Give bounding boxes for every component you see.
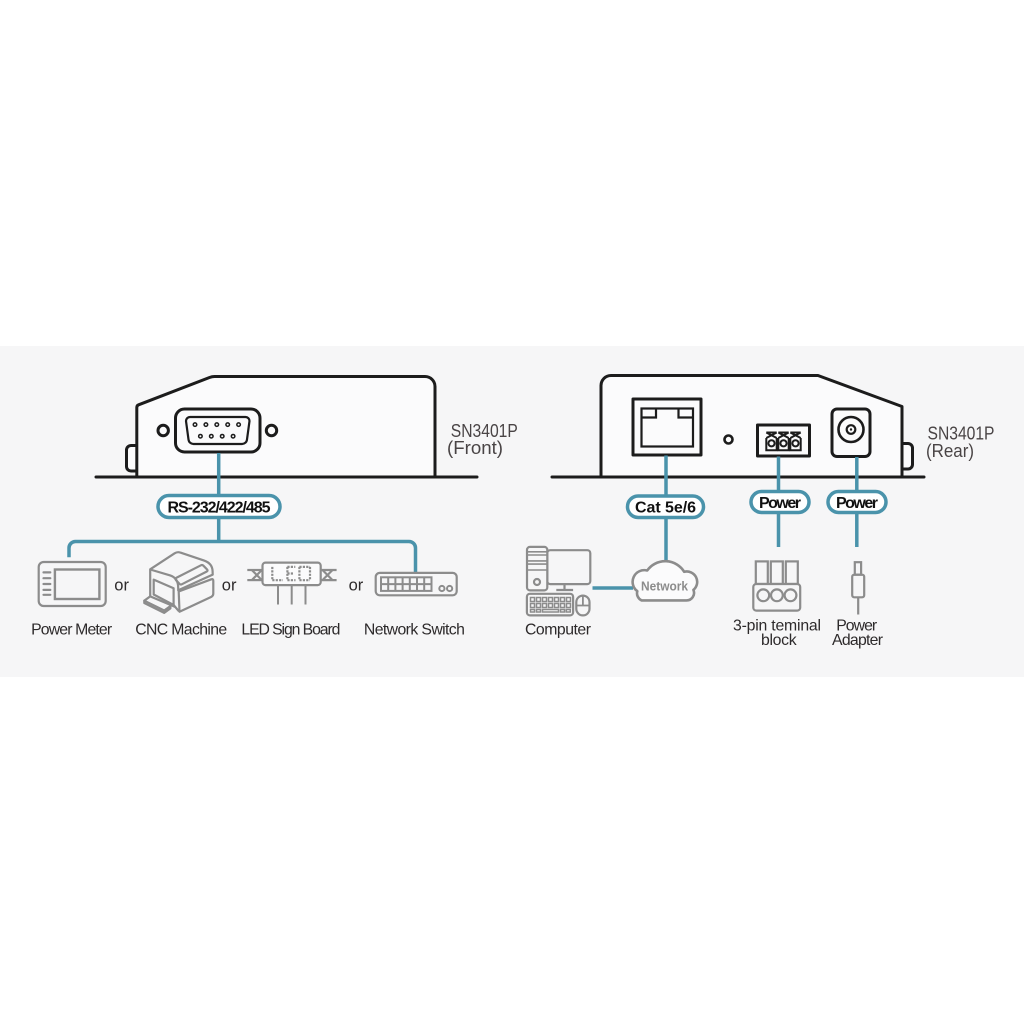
svg-text:Adapter: Adapter <box>832 632 883 649</box>
svg-text:or: or <box>349 576 364 594</box>
svg-text:Cat 5e/6: Cat 5e/6 <box>635 500 696 517</box>
svg-text:or: or <box>114 576 129 594</box>
svg-text:CNC Machine: CNC Machine <box>135 622 227 639</box>
svg-text:SN3401P: SN3401P <box>928 424 995 444</box>
svg-text:RS-232/422/485: RS-232/422/485 <box>168 499 271 516</box>
svg-text:(Rear): (Rear) <box>926 441 974 461</box>
svg-text:Network: Network <box>641 580 688 594</box>
svg-text:Power: Power <box>836 617 877 634</box>
svg-text:(Front): (Front) <box>447 438 503 458</box>
svg-text:Power Meter: Power Meter <box>31 622 112 639</box>
svg-text:LED Sign Board: LED Sign Board <box>241 622 340 639</box>
svg-text:block: block <box>761 632 797 649</box>
svg-text:3-pin teminal: 3-pin teminal <box>733 617 821 634</box>
svg-text:Power: Power <box>836 495 878 512</box>
svg-text:SN3401P: SN3401P <box>451 421 518 441</box>
svg-text:Computer: Computer <box>525 622 591 639</box>
svg-text:Power: Power <box>759 495 801 512</box>
svg-text:Network Switch: Network Switch <box>364 622 465 639</box>
svg-text:or: or <box>222 576 237 594</box>
